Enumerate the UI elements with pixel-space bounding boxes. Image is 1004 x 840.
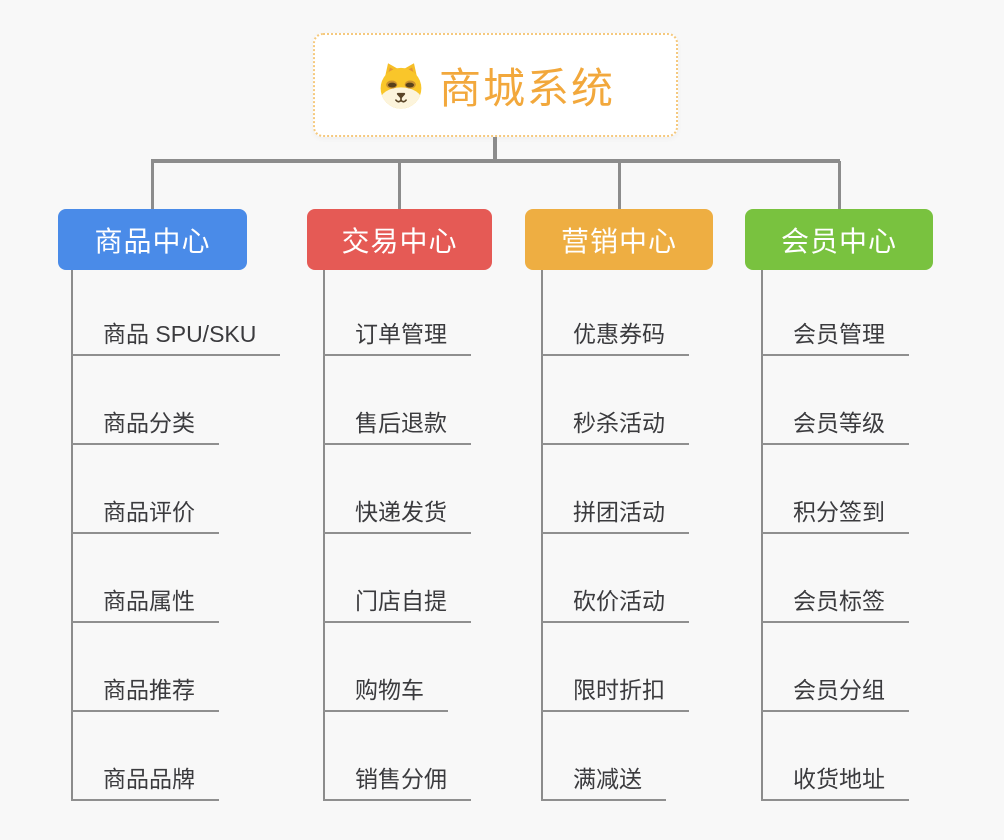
branch-drop-line: [398, 161, 401, 209]
subtopic-item[interactable]: 销售分佣: [323, 759, 471, 801]
subtopic-item[interactable]: 会员管理: [761, 314, 909, 356]
subtopic-item[interactable]: 积分签到: [761, 492, 909, 534]
subtopic-item[interactable]: 优惠券码: [541, 314, 689, 356]
subtopic-item[interactable]: 订单管理: [323, 314, 471, 356]
subtopic-item[interactable]: 秒杀活动: [541, 403, 689, 445]
branch-trunk-line: [323, 270, 325, 801]
branch-box-0[interactable]: 商品中心: [58, 209, 247, 270]
subtopic-item[interactable]: 商品分类: [71, 403, 219, 445]
root-topic[interactable]: 商城系统: [313, 33, 678, 137]
subtopic-item[interactable]: 会员分组: [761, 670, 909, 712]
subtopic-item[interactable]: 购物车: [323, 670, 448, 712]
subtopic-item[interactable]: 商品评价: [71, 492, 219, 534]
subtopic-item[interactable]: 限时折扣: [541, 670, 689, 712]
subtopic-item[interactable]: 门店自提: [323, 581, 471, 623]
dog-icon: [380, 62, 422, 109]
subtopic-item[interactable]: 售后退款: [323, 403, 471, 445]
branch-trunk-line: [541, 270, 543, 801]
branch-label: 交易中心: [341, 225, 458, 257]
branch-label: 会员中心: [780, 225, 897, 257]
subtopic-item[interactable]: 拼团活动: [541, 492, 689, 534]
rail-line: [151, 159, 840, 163]
branch-trunk-line: [71, 270, 73, 801]
branch-drop-line: [838, 161, 841, 209]
root-connector-line: [493, 137, 497, 161]
branch-drop-line: [618, 161, 621, 209]
subtopic-item[interactable]: 商品推荐: [71, 670, 219, 712]
subtopic-item[interactable]: 砍价活动: [541, 581, 689, 623]
subtopic-item[interactable]: 商品品牌: [71, 759, 219, 801]
branch-drop-line: [151, 161, 154, 209]
branch-label: 商品中心: [94, 225, 211, 257]
subtopic-item[interactable]: 满减送: [541, 759, 666, 801]
branch-box-1[interactable]: 交易中心: [307, 209, 492, 270]
subtopic-item[interactable]: 会员标签: [761, 581, 909, 623]
root-title: 商城系统: [438, 64, 615, 112]
branch-trunk-line: [761, 270, 763, 801]
subtopic-item[interactable]: 商品 SPU/SKU: [71, 314, 281, 356]
branch-box-2[interactable]: 营销中心: [525, 209, 713, 270]
subtopic-item[interactable]: 商品属性: [71, 581, 219, 623]
branch-label: 营销中心: [560, 225, 677, 257]
branch-box-3[interactable]: 会员中心: [745, 209, 933, 270]
subtopic-item[interactable]: 快递发货: [323, 492, 471, 534]
subtopic-item[interactable]: 收货地址: [761, 759, 909, 801]
subtopic-item[interactable]: 会员等级: [761, 403, 909, 445]
